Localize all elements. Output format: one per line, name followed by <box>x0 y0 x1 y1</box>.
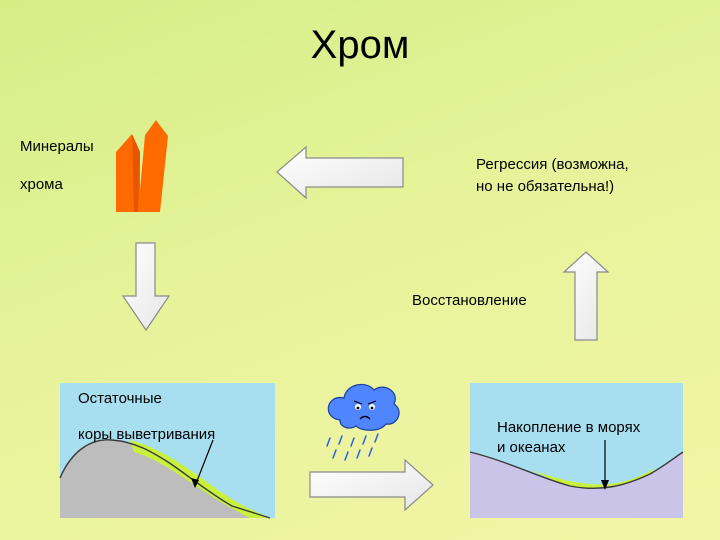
rain-cloud-icon <box>326 383 400 461</box>
minerals-label-line2: хрома <box>20 176 63 193</box>
regression-label: Регрессия (возможна, но не обязательна!) <box>476 154 706 198</box>
residual-crust-panel <box>59 383 275 519</box>
accumulation-label-line1: Накопление в морях <box>497 419 641 436</box>
accumulation-label-line2: и океанах <box>497 439 566 456</box>
regression-label-line2: но не обязательна!) <box>476 178 615 195</box>
residual-label-line1: Остаточные <box>78 390 162 407</box>
crystal-icon <box>116 120 168 212</box>
down-arrow-icon <box>121 242 171 332</box>
accumulation-label: Накопление в морях и океанах <box>497 418 687 458</box>
minerals-label-line1: Минералы <box>20 138 94 155</box>
regression-label-line1: Регрессия (возможна, <box>476 156 629 173</box>
left-arrow-icon <box>276 145 404 200</box>
right-arrow-icon <box>309 458 434 512</box>
page-title: Хром <box>310 23 410 67</box>
residual-label-line2: коры выветривания <box>78 426 216 443</box>
up-arrow-icon <box>562 251 610 341</box>
reduction-label: Восстановление <box>412 292 527 309</box>
sea-accumulation-panel <box>469 383 684 518</box>
